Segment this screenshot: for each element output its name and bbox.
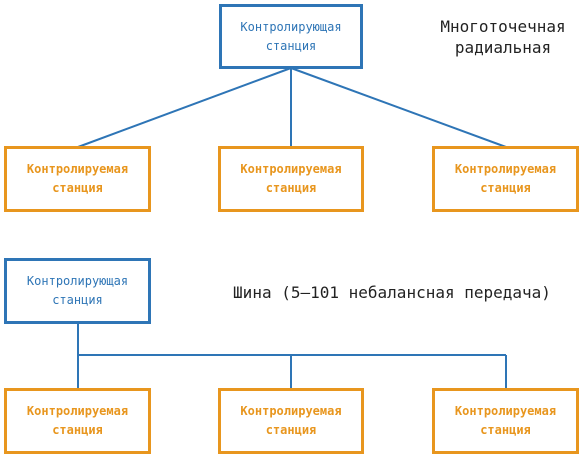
bottom-slave-3-line2: станция [480,423,531,437]
top-slave-3-line1: Контролируемая [454,162,557,176]
bottom-slave-2-line1: Контролируемая [240,404,342,418]
bottom-slave-1-line1: Контролируемая [26,404,129,418]
top-caption-line1: Многоточечная [440,17,566,36]
top-master-line1: Контролирующая [240,19,342,34]
bottom-caption-text: Шина (5–101 небалансная передача) [233,283,551,302]
bottom-slave-station-1: Контролируемая станция [4,388,151,454]
top-slave-1-line1: Контролируемая [26,162,129,176]
radial-link-3 [290,67,507,148]
top-master-line2: станция [265,38,317,53]
bottom-slave-station-2: Контролируемая станция [218,388,364,454]
bottom-slave-3-line1: Контролируемая [454,404,557,418]
bottom-slave-1-line2: станция [52,423,103,437]
top-slave-3-line2: станция [480,181,531,195]
top-slave-2-line2: станция [265,181,317,195]
radial-link-1 [77,67,292,148]
bottom-master-station: Контролирующая станция [4,258,151,324]
top-slave-1-line2: станция [52,181,103,195]
top-slave-station-1: Контролируемая станция [4,146,151,212]
top-caption-line2: радиальная [454,38,552,57]
top-slave-station-3: Контролируемая станция [432,146,579,212]
top-master-station: Контролирующая станция [219,4,363,69]
bottom-slave-2-line2: станция [265,423,317,437]
bottom-caption: Шина (5–101 небалансная передача) [205,282,579,303]
top-caption: Многоточечная радиальная [428,16,578,58]
bottom-master-line1: Контролирующая [26,274,129,288]
bottom-master-line2: станция [52,293,103,307]
top-slave-2-line1: Контролируемая [240,162,342,176]
top-slave-station-2: Контролируемая станция [218,146,364,212]
bottom-slave-station-3: Контролируемая станция [432,388,579,454]
